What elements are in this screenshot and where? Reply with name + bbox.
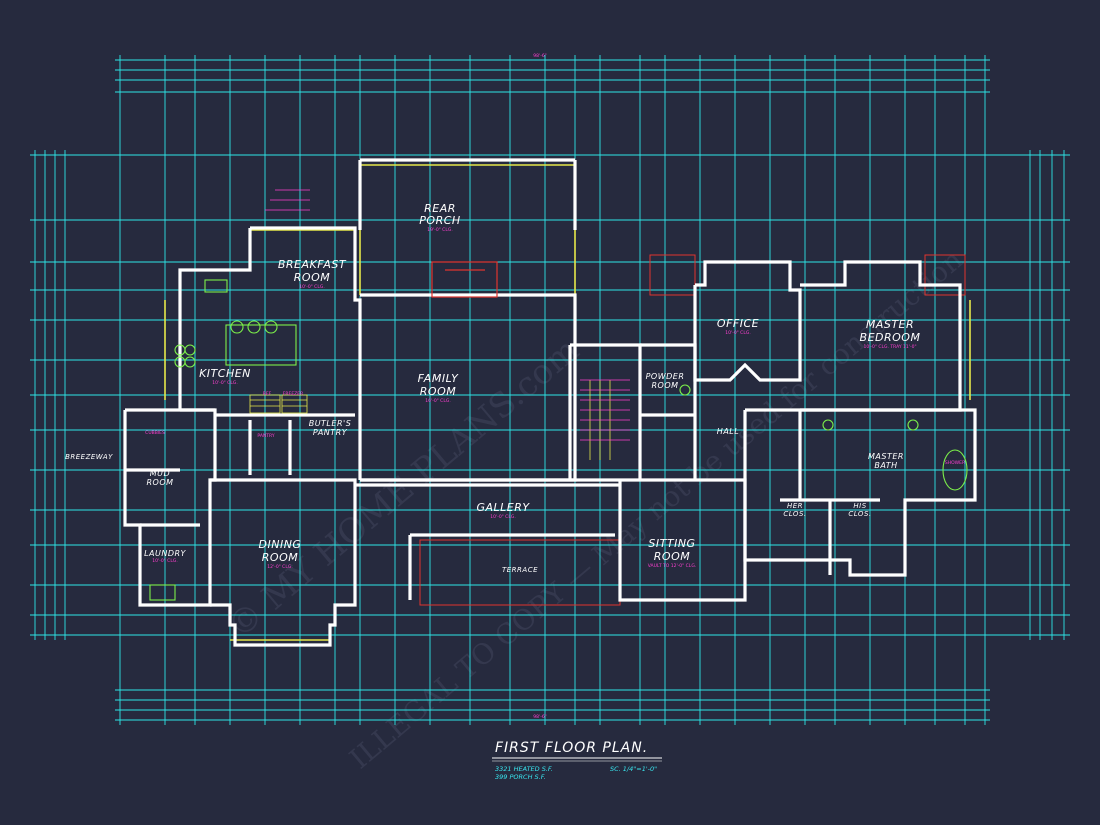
room-master-bath-l1: MASTER <box>868 452 904 461</box>
room-mud-l1: MUD <box>150 469 170 478</box>
label-cubbies: CUBBIES <box>145 430 165 436</box>
label-shower: SHOWER <box>945 460 965 466</box>
room-master-bath-l2: BATH <box>874 461 897 470</box>
room-her-clos-l1: HER <box>787 502 803 510</box>
room-sitting-l1: SITTING <box>648 537 695 550</box>
fireplace <box>431 261 498 298</box>
room-rear-porch-sub: 19'-0" CLG. <box>427 227 453 233</box>
room-powder-l2: ROOM <box>651 381 678 390</box>
room-laundry-sub: 10'-0" CLG. <box>152 558 178 564</box>
room-family-l2: ROOM <box>420 385 456 398</box>
room-laundry: LAUNDRY <box>144 549 186 558</box>
stairs <box>265 189 630 441</box>
room-butlers-l2: PANTRY <box>313 428 348 437</box>
room-kitchen-sub: 10'-0" CLG. <box>212 380 238 386</box>
room-gallery: GALLERY <box>476 501 530 514</box>
fixtures <box>149 279 968 601</box>
walls <box>123 158 977 647</box>
room-rear-porch-l1: REAR <box>424 202 456 215</box>
overall-dim-top: 98'-6" <box>533 53 547 59</box>
dimension-lines <box>30 55 1070 725</box>
room-breakfast-l1: BREAKFAST <box>278 258 347 271</box>
room-mud-l2: ROOM <box>146 478 173 487</box>
room-powder-l1: POWDER <box>646 372 685 381</box>
room-breakfast-sub: 10'-0" CLG. <box>299 284 325 290</box>
label-ref: REF <box>263 391 272 397</box>
room-his-clos-l1: HIS <box>853 502 866 510</box>
room-master-bedroom-sub: 10'-0" CLG. TRAY 11'-0" <box>863 344 916 350</box>
room-terrace: TERRACE <box>502 566 538 574</box>
room-dining-sub: 12'-0" CLG. <box>267 564 293 570</box>
room-sitting-l2: ROOM <box>654 550 690 563</box>
room-family-l1: FAMILY <box>418 372 460 385</box>
room-master-bedroom-l2: BEDROOM <box>860 331 921 344</box>
room-rear-porch-l2: PORCH <box>419 214 460 227</box>
plan-title: FIRST FLOOR PLAN. <box>495 740 648 756</box>
room-his-clos-l2: CLOS. <box>848 510 871 518</box>
room-dining-l2: ROOM <box>262 551 298 564</box>
room-gallery-sub: 10'-0" CLG. <box>490 514 516 520</box>
room-breakfast-l2: ROOM <box>294 271 330 284</box>
overall-dim-bottom: 98'-6" <box>533 714 547 720</box>
title-block: FIRST FLOOR PLAN. 3321 HEATED S.F. 399 P… <box>492 740 662 781</box>
porch-sf: 399 PORCH S.F. <box>495 773 546 781</box>
room-office-sub: 10'-0" CLG. <box>725 330 751 336</box>
room-breezeway: BREEZEWAY <box>65 453 113 461</box>
room-kitchen: KITCHEN <box>199 367 251 380</box>
plan-scale: SC. 1/4"=1'-0" <box>610 765 657 773</box>
room-pantry: PANTRY <box>257 433 274 439</box>
room-office: OFFICE <box>717 317 759 330</box>
room-sitting-sub: VAULT TO 12'-0" CLG. <box>648 563 696 569</box>
heated-sf: 3321 HEATED S.F. <box>495 765 553 773</box>
room-butlers-l1: BUTLER'S <box>309 419 352 428</box>
room-dining-l1: DINING <box>259 538 302 551</box>
room-her-clos-l2: CLOS. <box>783 510 806 518</box>
room-labels: REAR PORCH 19'-0" CLG. BREAKFAST ROOM 10… <box>65 202 965 574</box>
room-hall: HALL <box>717 427 739 436</box>
room-family-sub: 16'-0" CLG. <box>425 398 451 404</box>
label-freezer: FREEZER <box>283 391 303 397</box>
room-master-bedroom-l1: MASTER <box>866 318 914 331</box>
